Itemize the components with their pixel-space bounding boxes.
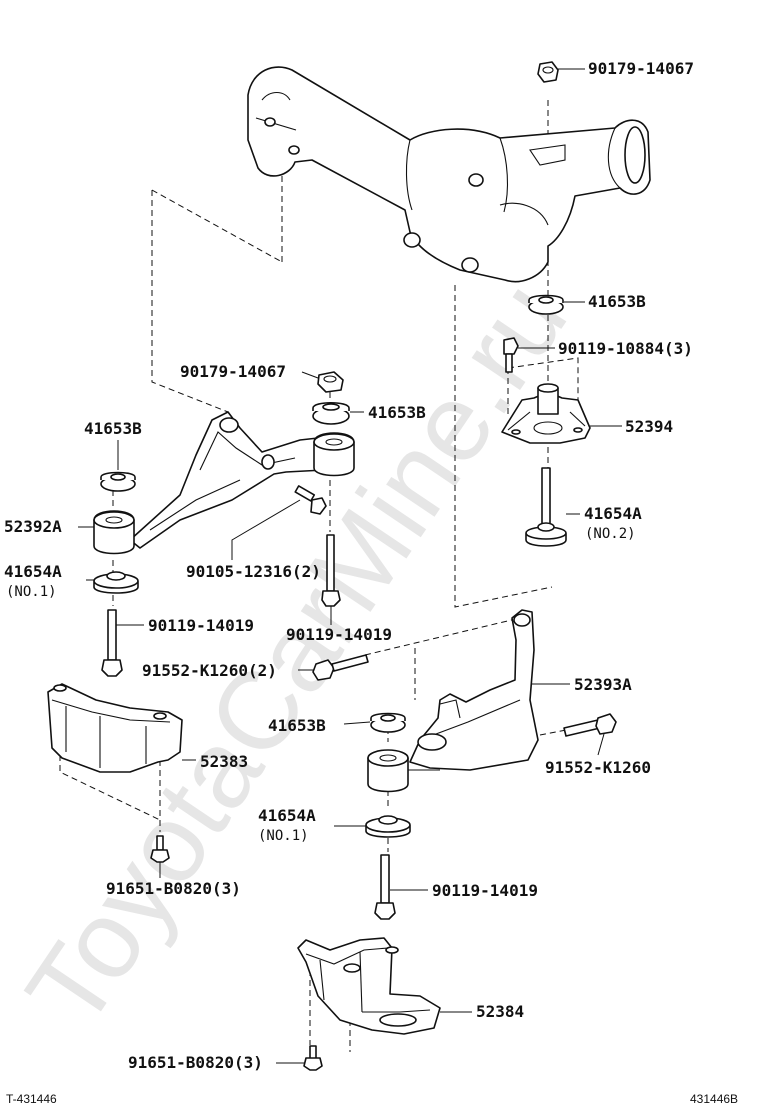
label-cushion-left-lower-note: (NO.1) — [6, 584, 57, 600]
bolt-b0820-upper — [150, 835, 170, 863]
footer-right-code: 431446B — [690, 1092, 738, 1106]
nut-left — [317, 371, 344, 393]
support-arm-52392a — [93, 411, 355, 555]
label-bolt-center: 90119-14019 — [286, 625, 392, 644]
bolt-b0820-lower — [303, 1045, 323, 1071]
label-cushion-center-lower: 41654A — [258, 806, 316, 825]
label-bracket-left: 52383 — [200, 752, 248, 771]
support-52393a — [367, 609, 539, 793]
bolt-k1260-left — [312, 654, 369, 681]
label-cushion-right-lower: 41654A — [584, 504, 642, 523]
label-bolt-k1260-left: 91552-K1260(2) — [142, 661, 277, 680]
bolt-k1260-right — [563, 713, 617, 737]
label-bolt-right-upper: 90119-10884(3) — [558, 339, 693, 358]
label-support-right-lower: 52393A — [574, 675, 632, 694]
label-bolt-k1260-right: 91552-K1260 — [545, 758, 651, 777]
differential-housing — [247, 66, 651, 283]
label-nut-left: 90179-14067 — [180, 362, 286, 381]
cushion-left-top — [312, 401, 350, 425]
cushion-center — [370, 712, 406, 733]
label-cushion-center: 41653B — [268, 716, 326, 735]
bracket-52384 — [297, 937, 441, 1035]
bolt-right-upper — [503, 337, 519, 373]
cushion-left-mid — [100, 471, 136, 492]
label-cushion-left-lower: 41654A — [4, 562, 62, 581]
footer-left-code: T-431446 — [6, 1092, 57, 1106]
label-cushion-right-lower-note: (NO.2) — [585, 526, 636, 542]
label-bracket-bottom: 52384 — [476, 1002, 524, 1021]
cushion-center-lower — [365, 815, 411, 838]
label-cushion-center-lower-note: (NO.1) — [258, 828, 309, 844]
label-bolt-b0820-upper: 91651-B0820(3) — [106, 879, 241, 898]
label-bolt-center-lower: 90119-14019 — [432, 881, 538, 900]
bolt-left-mid — [294, 485, 327, 515]
label-cushion-right-upper: 41653B — [588, 292, 646, 311]
label-cushion-left-mid: 41653B — [84, 419, 142, 438]
bolt-left-lower — [101, 609, 123, 677]
watermark-text: ToyotaCarMine.ru — [3, 260, 590, 1049]
cushion-right-lower — [525, 467, 567, 547]
part-labels: 90179-14067 41653B 90119-10884(3) 52394 … — [4, 59, 694, 1072]
leader-lines — [78, 68, 622, 1064]
label-mount-right: 52394 — [625, 417, 673, 436]
cushion-left-lower — [93, 571, 139, 594]
label-support-left: 52392A — [4, 517, 62, 536]
label-bolt-left-mid: 90105-12316(2) — [186, 562, 321, 581]
bolt-center-lower — [374, 854, 396, 920]
label-bolt-b0820-lower: 91651-B0820(3) — [128, 1053, 263, 1072]
bolt-center — [321, 534, 341, 607]
nut-top-right — [537, 61, 559, 83]
bracket-52383 — [47, 683, 183, 773]
label-cushion-left-top: 41653B — [368, 403, 426, 422]
label-bolt-left-lower: 90119-14019 — [148, 616, 254, 635]
mount-right-52394 — [501, 383, 591, 444]
cushion-right-upper — [528, 294, 564, 315]
label-nut-top: 90179-14067 — [588, 59, 694, 78]
